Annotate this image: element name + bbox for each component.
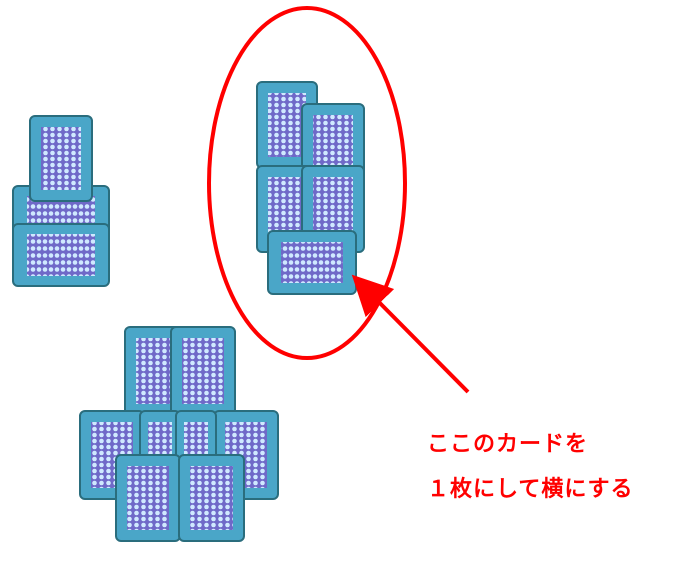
card-group-left-stack <box>12 115 110 287</box>
annotation-arrow <box>351 274 470 394</box>
card-horizontal <box>12 223 110 287</box>
annotation-line-1: ここのカードを <box>427 432 589 457</box>
annotation-line-2: １枚にして横にする <box>427 477 634 502</box>
card-vertical <box>115 454 181 542</box>
card-vertical <box>178 454 245 542</box>
card-horizontal-target <box>267 230 357 295</box>
card-vertical <box>29 115 93 202</box>
card-group-bottom-cluster <box>79 326 279 542</box>
card-group-highlighted-stack <box>256 81 365 295</box>
card-vertical <box>170 326 236 416</box>
highlight-circle <box>207 6 407 360</box>
